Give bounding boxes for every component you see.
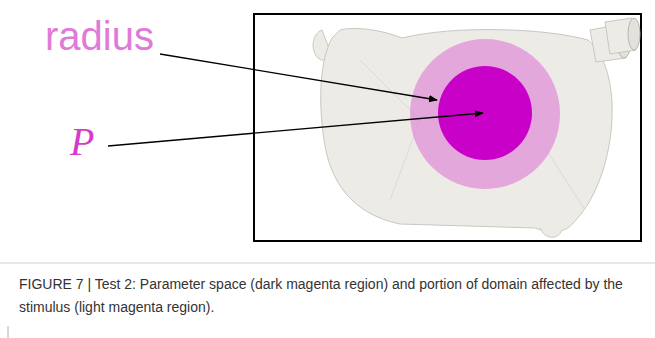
- leader-line: [108, 113, 483, 146]
- parameter-space: [438, 66, 532, 160]
- heart-geometry: [313, 18, 640, 237]
- leader-line: [160, 54, 437, 100]
- stimulus-region: [410, 39, 560, 189]
- radius-label: radius: [45, 12, 154, 60]
- figure-caption: FIGURE 7 | Test 2: Parameter space (dark…: [19, 273, 639, 319]
- caption-mark: [8, 326, 9, 338]
- parameter-symbol: P: [70, 118, 94, 166]
- caption-rule: [0, 263, 655, 264]
